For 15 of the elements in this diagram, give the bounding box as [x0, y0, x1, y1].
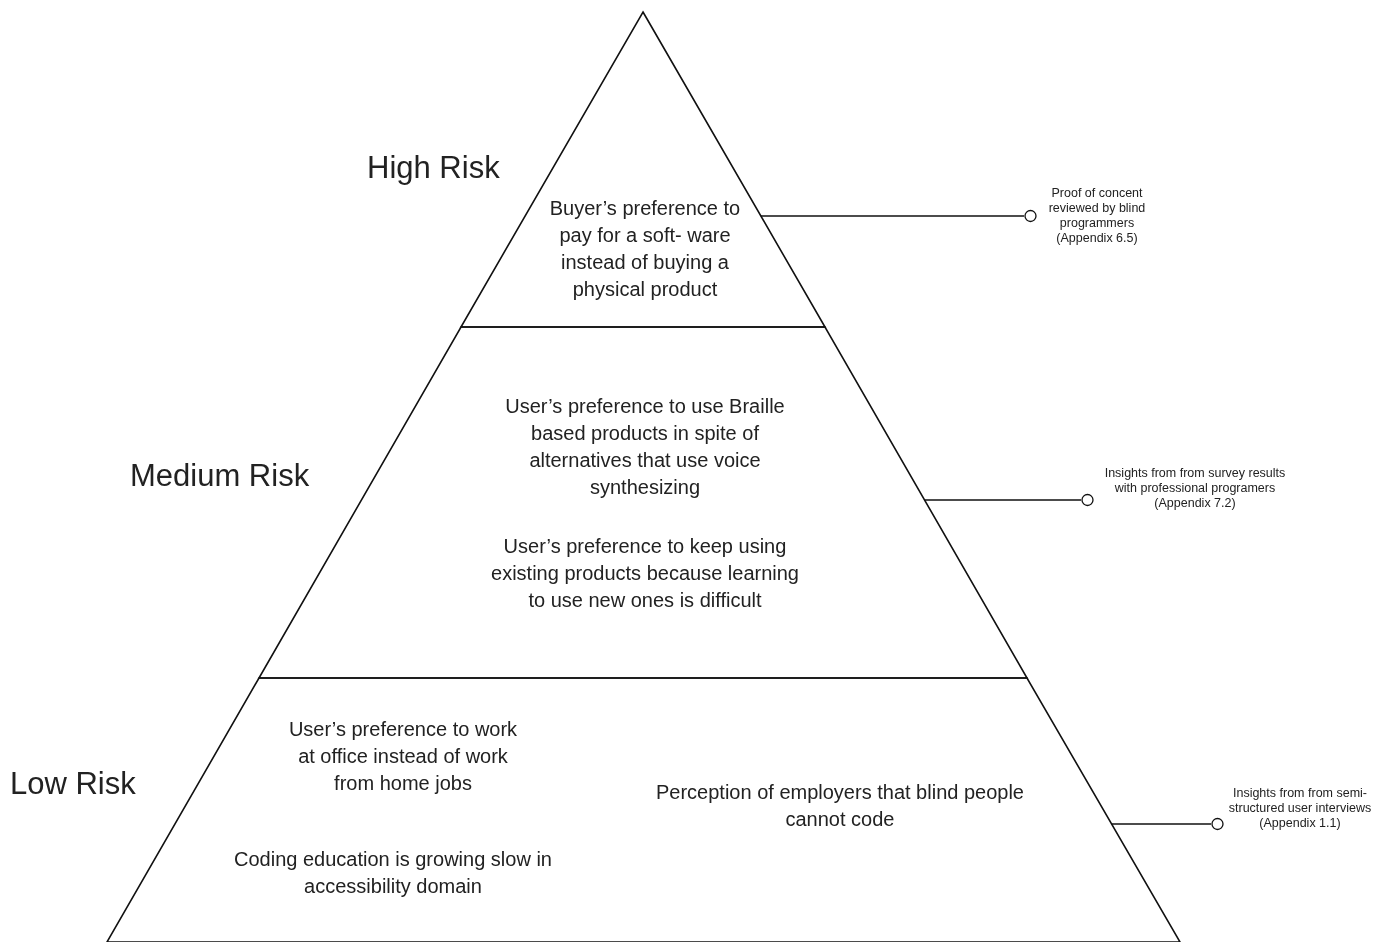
- risk-description: Buyer’s preference to pay for a soft- ware instead of buying a physical product: [548, 196, 742, 302]
- evidence-note: Insights from from survey results with professional programers (Appendix 7.2): [1095, 466, 1295, 511]
- risk-description: Coding education is growing slow in accessibility domain: [233, 847, 553, 899]
- tier-heading: Low Risk: [10, 766, 136, 802]
- tier-heading: Medium Risk: [130, 458, 310, 494]
- leader-line: [923, 493, 1094, 507]
- leader-line: [1110, 817, 1224, 831]
- risk-description: User’s preference to use Braille based products in spite of alternatives that use voice synthesizing: [504, 394, 786, 500]
- evidence-note: Insights from from semi-structured user interviews (Appendix 1.1): [1225, 786, 1375, 831]
- tier-heading: High Risk: [367, 150, 500, 186]
- risk-description: User’s preference to work at office instead of work from home jobs: [288, 717, 518, 796]
- risk-description: Perception of employers that blind people cannot code: [655, 780, 1025, 832]
- evidence-note: Proof of concent reviewed by blind programmers (Appendix 6.5): [1038, 186, 1156, 246]
- risk-description: User’s preference to keep using existing products because learning to use new ones is difficult: [490, 534, 800, 613]
- leader-line: [760, 209, 1037, 223]
